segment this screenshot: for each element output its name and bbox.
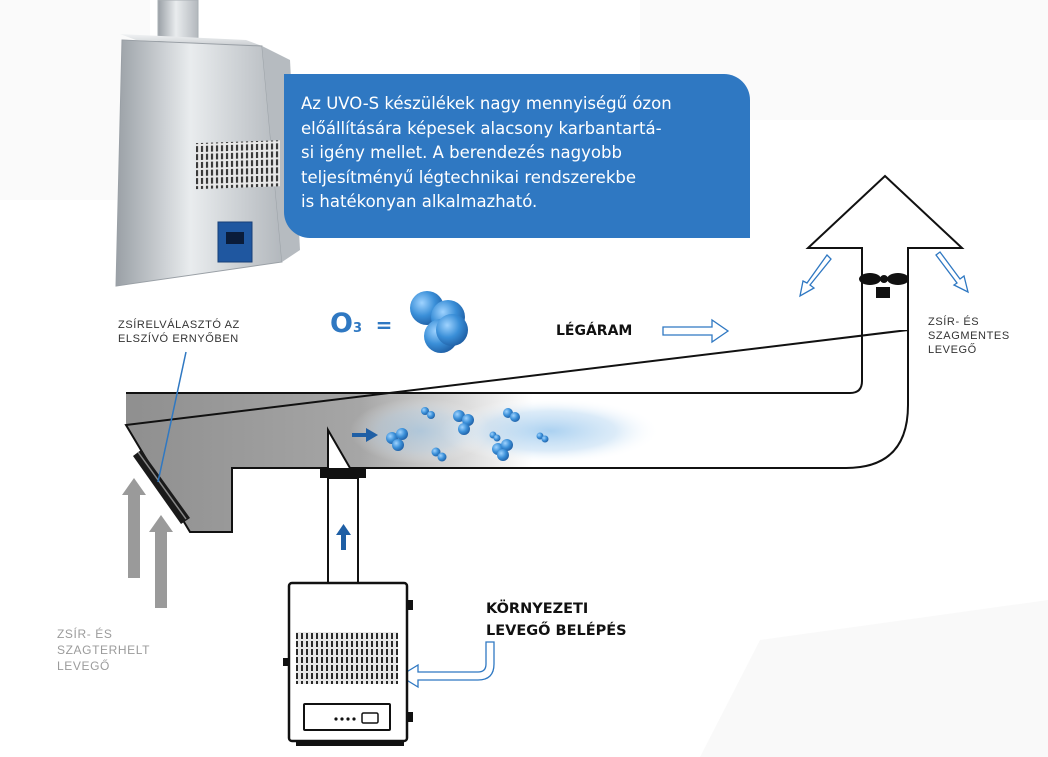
- callout-line: is hatékonyan alkalmazható.: [301, 192, 538, 211]
- ambient-air-label: KÖRNYEZETI LEVEGŐ BELÉPÉS: [486, 601, 627, 639]
- grease-filter-label: ZSÍRELVÁLASZTÓ AZ ELSZÍVÓ ERNYŐBEN: [118, 319, 240, 345]
- ozone-molecule: [492, 439, 513, 461]
- description-callout: Az UVO-S készülékek nagy mennyiségű ózon…: [284, 74, 750, 238]
- control-panel-icon: [334, 712, 379, 724]
- ozone-molecule: [431, 447, 447, 462]
- clean-air-label: ZSÍR- ÉS SZAGMENTES LEVEGŐ: [928, 316, 1010, 356]
- up-arrow-icon: [336, 524, 351, 550]
- ozone-formula: O3 =: [330, 308, 392, 339]
- injection-arrow-icon: [352, 428, 378, 442]
- ambient-inlet-arrow-icon: [398, 641, 495, 689]
- ozone-legend-molecule: [410, 291, 468, 353]
- callout-line: si igény mellet. A berendezés nagyobb: [301, 143, 622, 162]
- ozone-molecule: [503, 408, 520, 422]
- ozone-molecule: [536, 432, 549, 443]
- ozone-subscript: 3: [352, 321, 362, 336]
- ozone-molecule: [489, 431, 501, 442]
- ozone-molecule: [386, 428, 408, 451]
- equals-sign: =: [375, 313, 393, 337]
- callout-line: teljesítményű légtechnikai rendszerekbe: [301, 167, 637, 187]
- fan-icon: [859, 273, 909, 298]
- ozone-molecule: [453, 410, 474, 435]
- airflow-arrow-icon: [662, 318, 730, 344]
- airflow-label: LÉGÁRAM: [556, 323, 633, 339]
- callout-line: Az UVO-S készülékek nagy mennyiségű ózon: [301, 94, 672, 113]
- ozone-symbol: O: [330, 308, 353, 339]
- grease-filter-pointer: [157, 351, 187, 483]
- ozone-generator-unit: [283, 581, 413, 746]
- ozone-pipe: [320, 426, 378, 585]
- duct-system: [124, 328, 909, 533]
- grease-filter: [133, 351, 190, 524]
- dirty-air-arrows: [122, 478, 173, 608]
- callout-line: előállítására képesek alacsony karbantar…: [301, 118, 662, 138]
- ozone-molecules: [386, 407, 549, 462]
- uvo-s-device-image: [115, 0, 300, 287]
- dirty-air-label: ZSÍR- ÉS SZAGTERHELT LEVEGŐ: [57, 627, 151, 673]
- ozone-molecule: [421, 407, 435, 419]
- clean-air-arrows: [799, 251, 969, 298]
- roof-cap: [805, 174, 965, 330]
